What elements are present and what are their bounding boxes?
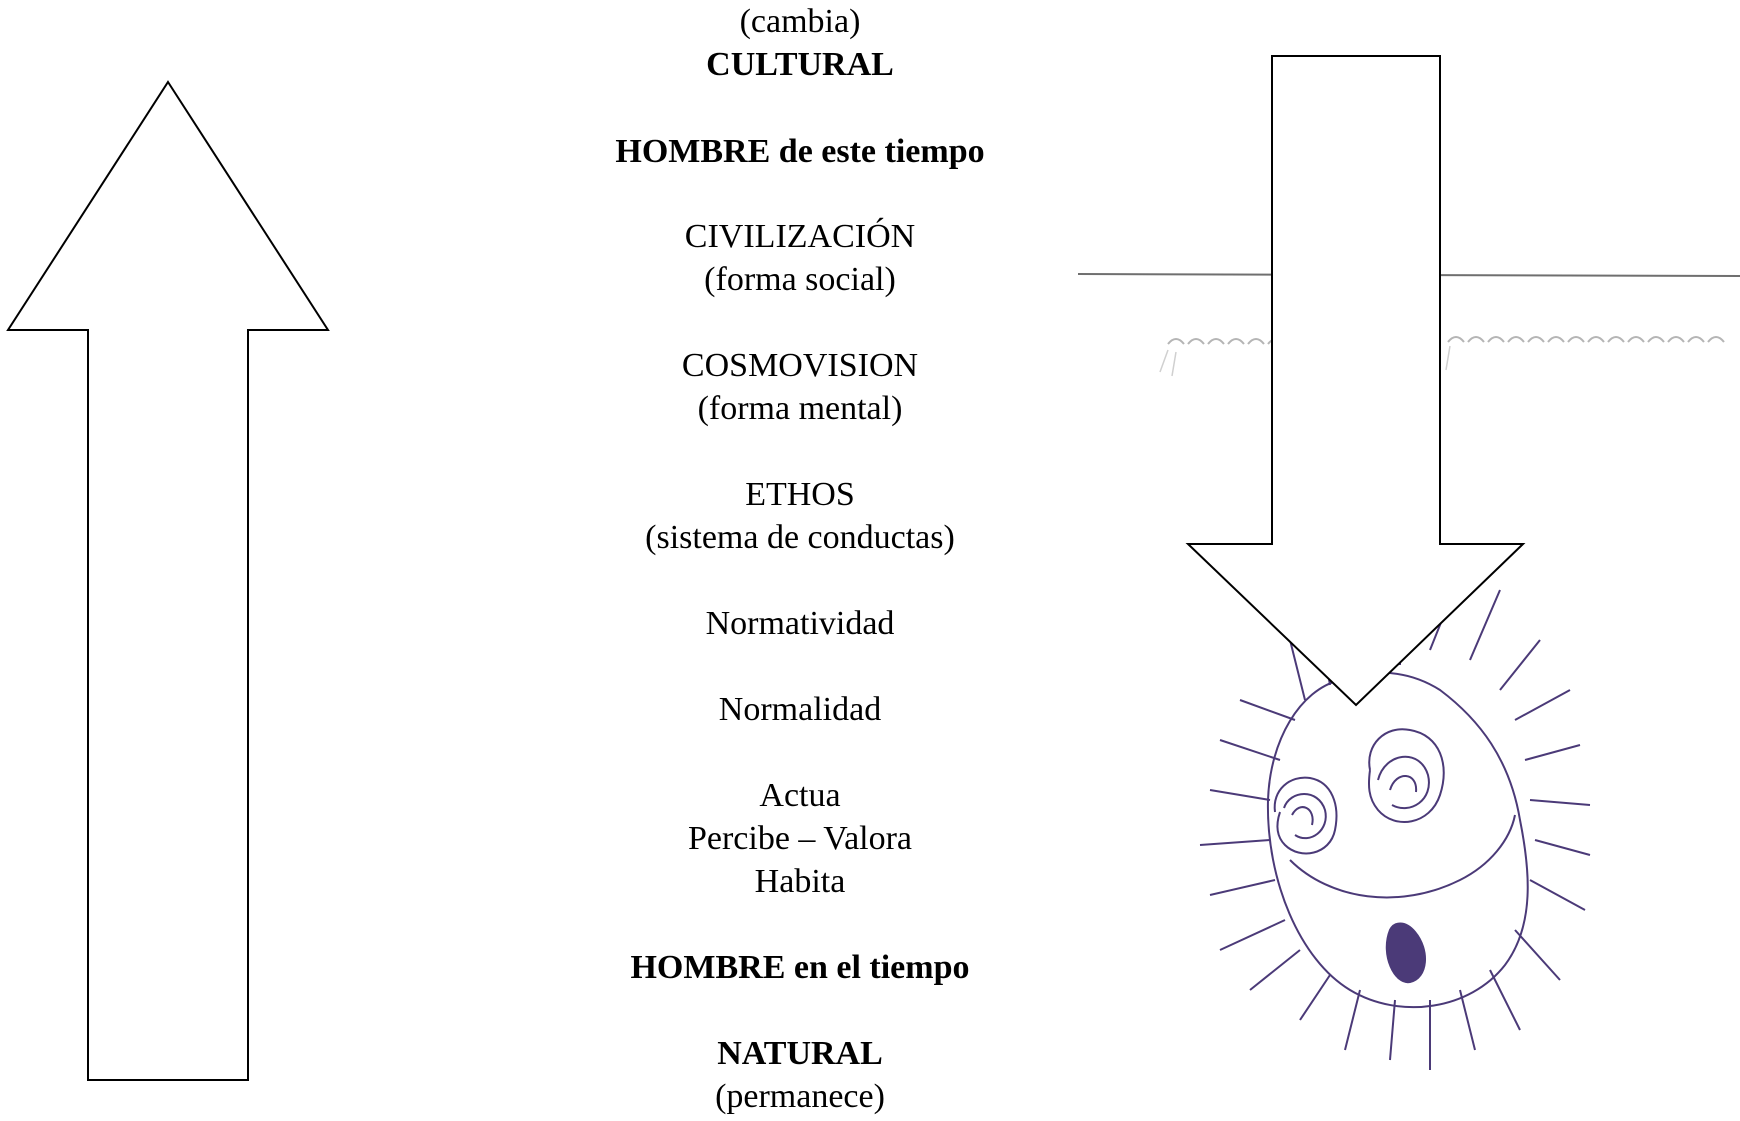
accion-percibe-valora: Percibe – Valora [687,820,913,857]
normatividad: Normatividad [705,605,895,642]
top-heading: CULTURAL [706,46,894,83]
cosmovision-note: (forma mental) [697,390,903,427]
down-arrow-icon [1185,55,1526,707]
hombre-en-tiempo: HOMBRE en el tiempo [630,949,970,986]
bottom-note: (permanece) [715,1078,885,1115]
civilizacion-note: (forma social) [704,261,896,298]
normalidad: Normalidad [718,691,882,728]
hombre-este-tiempo: HOMBRE de este tiempo [615,133,985,170]
cosmovision-title: COSMOVISION [681,347,919,384]
top-note: (cambia) [739,3,861,40]
ethos-note: (sistema de conductas) [645,519,955,556]
ethos-title: ETHOS [745,476,855,513]
accion-habita: Habita [754,863,846,900]
accion-actua: Actua [759,777,841,814]
civilizacion-title: CIVILIZACIÓN [684,218,916,255]
bottom-heading: NATURAL [717,1035,883,1072]
